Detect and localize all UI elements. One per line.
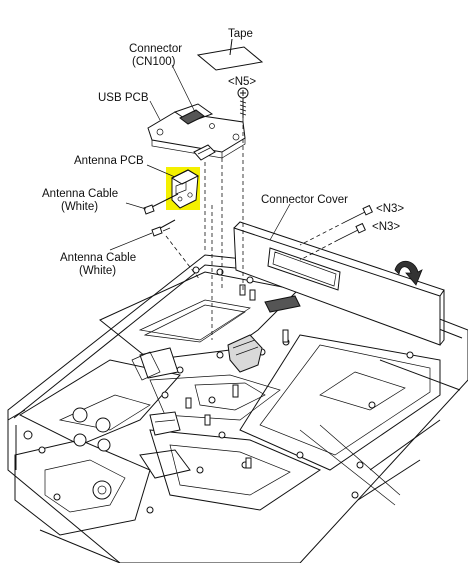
label-antenna-pcb: Antenna PCB <box>74 155 144 167</box>
tape-part <box>196 38 264 71</box>
n3-screws <box>299 204 373 261</box>
n5-screw <box>237 87 249 118</box>
label-antenna-cable-1: Antenna Cable <box>42 188 118 200</box>
label-n3-b: <N3> <box>372 221 400 233</box>
label-connector-ref: (CN100) <box>132 56 176 68</box>
label-tape: Tape <box>228 28 253 40</box>
label-usb-pcb: USB PCB <box>98 92 149 104</box>
cable-clip <box>193 144 216 161</box>
label-antenna-cable-2-color: (White) <box>79 265 116 277</box>
label-connector: Connector <box>129 43 182 55</box>
label-antenna-cable-2: Antenna Cable <box>60 252 136 264</box>
label-antenna-cable-1-color: (White) <box>61 201 98 213</box>
alignment-lines <box>165 118 244 340</box>
rotate-arrow-icon <box>394 260 423 286</box>
chassis <box>7 254 468 563</box>
leader-lines <box>146 64 291 241</box>
label-n3-a: <N3> <box>376 203 404 215</box>
antenna-cables <box>143 193 179 237</box>
label-n5: <N5> <box>228 76 256 88</box>
usb-pcb-part <box>147 103 246 159</box>
label-connector-cover: Connector Cover <box>261 194 348 206</box>
antenna-pcb-part <box>166 167 200 210</box>
connector-cover-part <box>233 221 445 346</box>
